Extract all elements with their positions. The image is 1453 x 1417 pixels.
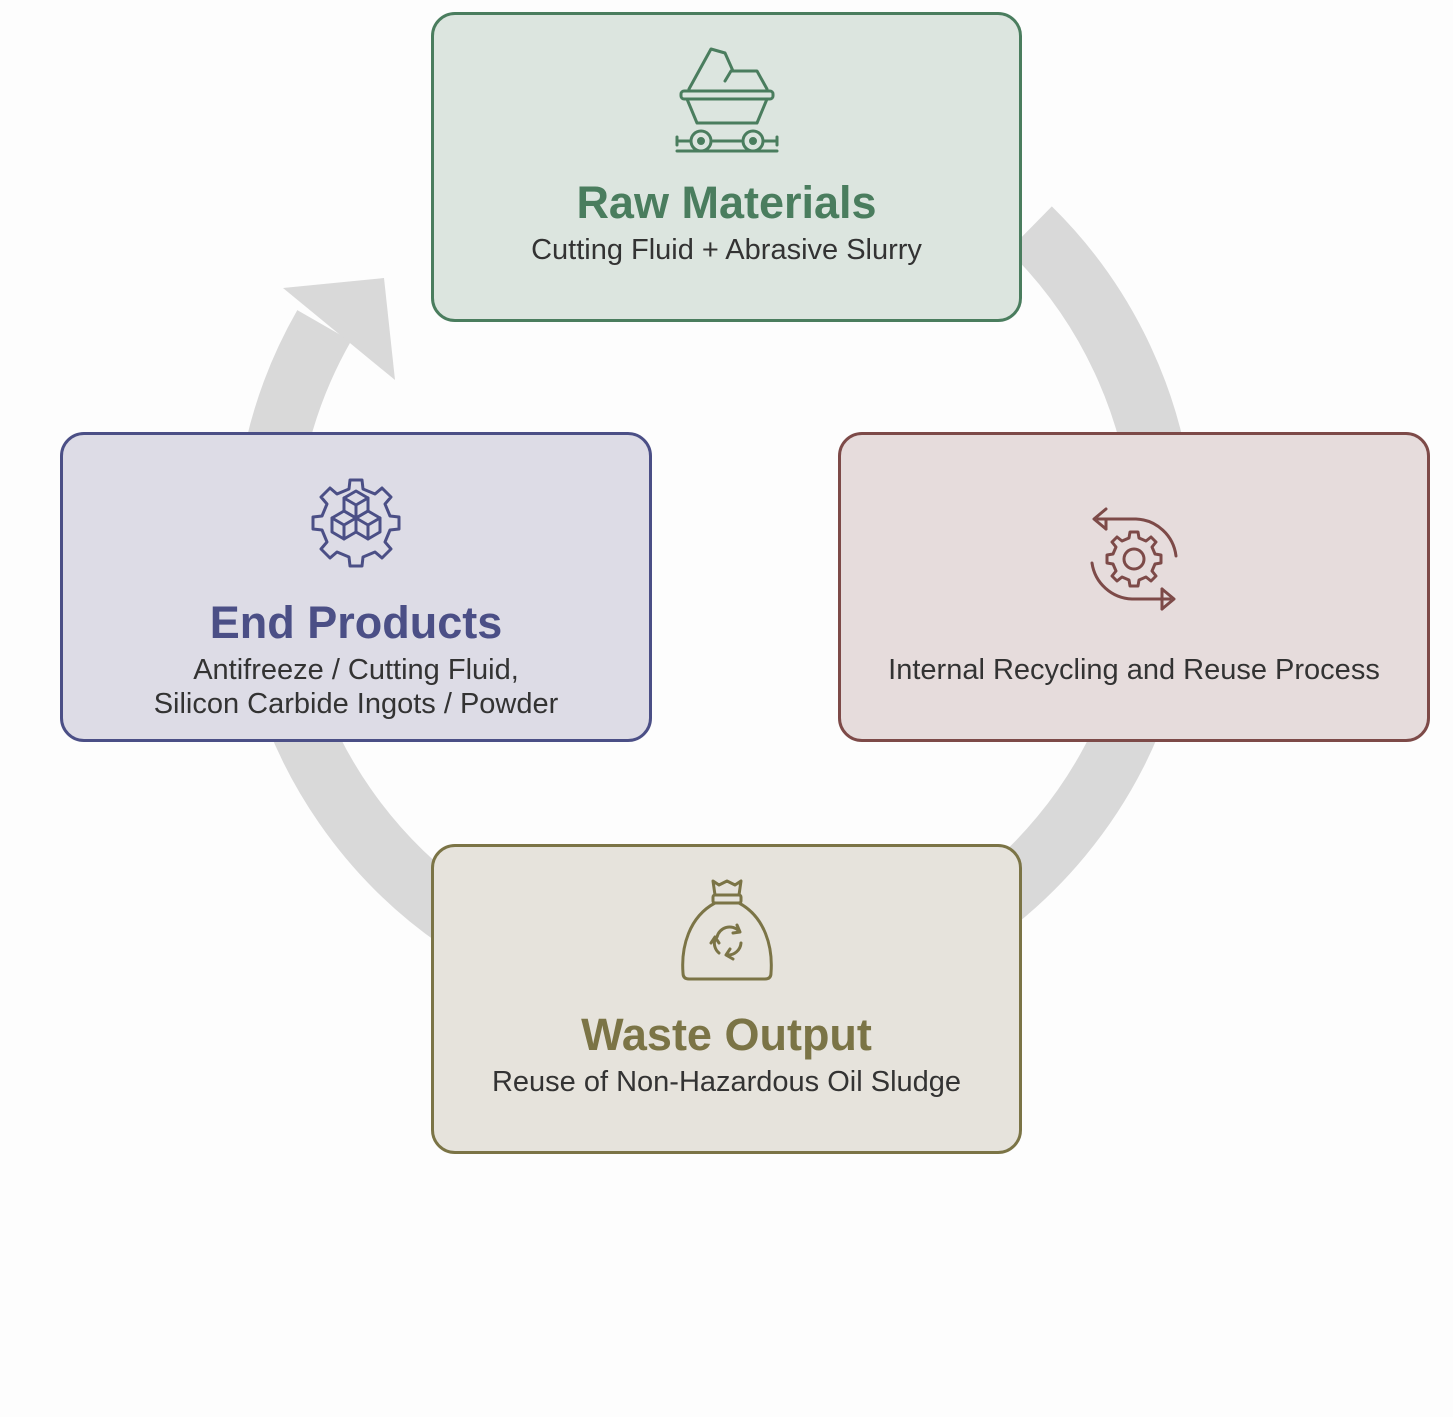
recycle-gear-icon [1076, 501, 1192, 617]
end-products-title: End Products [209, 597, 503, 648]
raw-materials-title: Raw Materials [576, 177, 877, 228]
waste-output-card: Waste Output Reuse of Non-Hazardous Oil … [431, 844, 1022, 1154]
gear-cubes-icon [298, 465, 414, 581]
end-products-description: Antifreeze / Cutting Fluid, Silicon Carb… [154, 653, 559, 721]
recycling-bag-icon [669, 877, 785, 993]
raw-materials-card: Raw Materials Cutting Fluid + Abrasive S… [431, 12, 1022, 322]
waste-output-description: Reuse of Non-Hazardous Oil Sludge [491, 1066, 962, 1098]
end-products-card: End Products Antifreeze / Cutting Fluid,… [60, 432, 652, 742]
waste-output-title: Waste Output [581, 1009, 872, 1060]
raw-materials-description: Cutting Fluid + Abrasive Slurry [531, 234, 922, 266]
cycle-arrowhead [283, 278, 395, 380]
mine-cart-icon [669, 45, 785, 161]
recycling-process-card: Internal Recycling and Reuse Process [838, 432, 1430, 742]
recycling-process-description: Internal Recycling and Reuse Process [888, 654, 1380, 686]
end-products-description-line: Antifreeze / Cutting Fluid, [193, 654, 519, 686]
end-products-description-line: Silicon Carbide Ingots / Powder [153, 688, 559, 720]
